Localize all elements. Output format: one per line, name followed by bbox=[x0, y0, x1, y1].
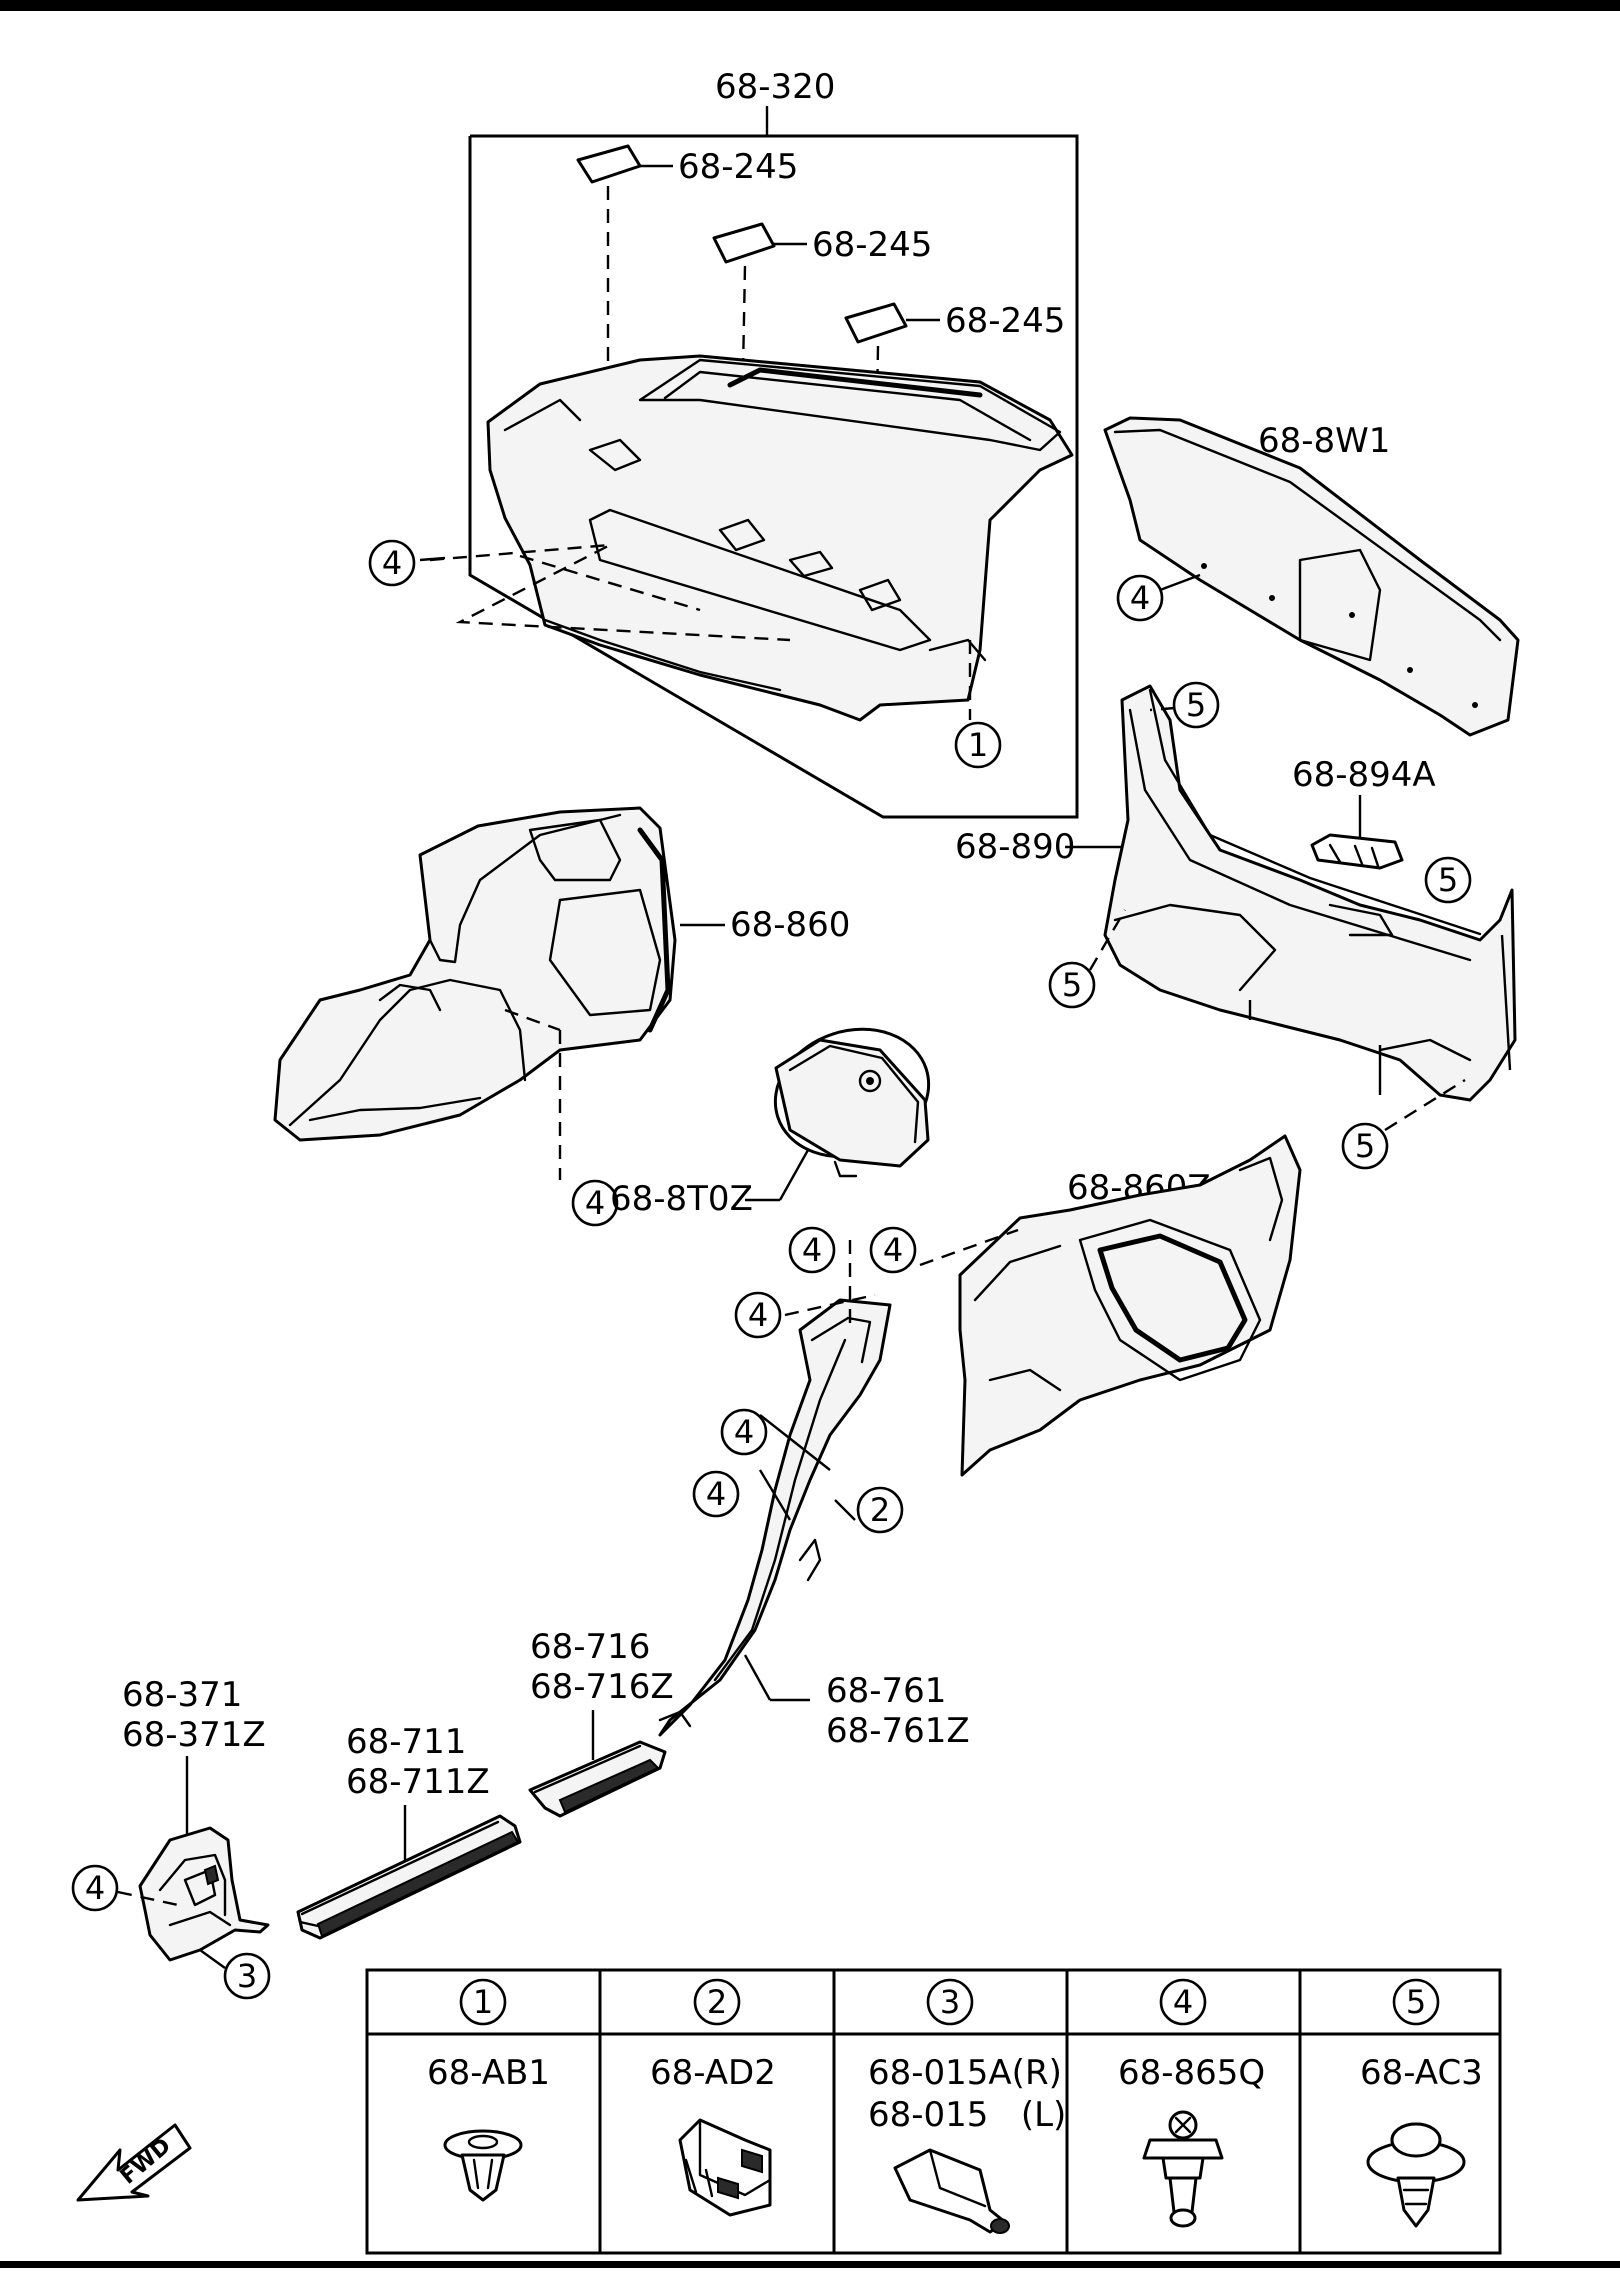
bottom-rule bbox=[0, 2261, 1620, 2268]
end-trim-cover: 68-894A bbox=[1292, 755, 1436, 870]
svg-text:68-894A: 68-894A bbox=[1292, 755, 1436, 795]
svg-text:2: 2 bbox=[870, 1491, 890, 1529]
svg-text:3: 3 bbox=[237, 1957, 257, 1995]
pillar-trim: 68-761 68-761Z 4 4 4 4 2 bbox=[658, 1226, 970, 1751]
kick-panel: 68-371 68-371Z 4 3 bbox=[71, 1675, 271, 2000]
fastener-part-3-line2: 68-015 (L) bbox=[868, 2095, 1066, 2135]
svg-text:5: 5 bbox=[1186, 686, 1206, 724]
trunk-side-trim-right: 68-860Z 4 bbox=[869, 1134, 1302, 1477]
scuff-plate-front: 68-711 68-711Z bbox=[296, 1722, 522, 1940]
svg-text:68-8W1: 68-8W1 bbox=[1258, 421, 1390, 461]
svg-text:1: 1 bbox=[473, 1983, 493, 2021]
svg-text:68-716: 68-716 bbox=[530, 1627, 650, 1667]
push-clip-icon bbox=[443, 2129, 523, 2202]
fastener-table: 1 2 3 4 5 68-AB1 68-AD2 68-015A(R) 68-01… bbox=[365, 1968, 1502, 2255]
svg-text:68-245: 68-245 bbox=[812, 225, 932, 265]
svg-text:4: 4 bbox=[748, 1296, 768, 1334]
svg-text:4: 4 bbox=[1173, 1983, 1193, 2021]
svg-text:68-8T0Z: 68-8T0Z bbox=[610, 1179, 753, 1219]
svg-text:68-890: 68-890 bbox=[955, 827, 1075, 867]
svg-text:68-371: 68-371 bbox=[122, 1675, 242, 1715]
screw-grommet-icon bbox=[1142, 2110, 1224, 2228]
svg-text:68-245: 68-245 bbox=[678, 147, 798, 187]
fastener-header-2: 2 bbox=[693, 1978, 741, 2026]
fastener-part-2: 68-AD2 bbox=[650, 2053, 776, 2093]
fastener-header-3: 3 bbox=[926, 1978, 974, 2026]
fastener-header-1: 1 bbox=[459, 1978, 507, 2026]
svg-text:4: 4 bbox=[883, 1231, 903, 1269]
svg-text:5: 5 bbox=[1438, 861, 1458, 899]
fastener-header-5: 5 bbox=[1392, 1978, 1440, 2026]
top-rule bbox=[0, 0, 1620, 11]
svg-text:4: 4 bbox=[706, 1475, 726, 1513]
svg-text:4: 4 bbox=[382, 544, 402, 582]
svg-text:68-716Z: 68-716Z bbox=[530, 1667, 674, 1707]
label-package-tray: 68-320 bbox=[715, 67, 835, 107]
fastener-part-3: 68-015A(R) bbox=[868, 2053, 1062, 2093]
package-tray-group: 68-320 68-245 68-245 68-245 bbox=[368, 67, 1079, 819]
forward-direction-icon: FWD bbox=[76, 2123, 192, 2202]
svg-text:4: 4 bbox=[85, 1869, 105, 1907]
trunk-side-trim-left: 68-860 4 bbox=[273, 806, 850, 1227]
svg-text:4: 4 bbox=[1130, 579, 1150, 617]
svg-text:1: 1 bbox=[968, 726, 988, 764]
fastener-part-5: 68-AC3 bbox=[1360, 2053, 1483, 2093]
svg-text:4: 4 bbox=[734, 1413, 754, 1451]
svg-text:2: 2 bbox=[707, 1983, 727, 2021]
trunk-end-trim: 68-890 5 5 5 5 bbox=[955, 681, 1517, 1170]
svg-text:4: 4 bbox=[585, 1184, 605, 1222]
tray-cap-2: 68-245 bbox=[712, 222, 932, 265]
svg-text:68-711Z: 68-711Z bbox=[346, 1762, 490, 1802]
svg-text:68-245: 68-245 bbox=[945, 301, 1065, 341]
svg-text:4: 4 bbox=[802, 1231, 822, 1269]
spare-tire-cover: 68-8T0Z bbox=[610, 1027, 931, 1219]
svg-text:68-860: 68-860 bbox=[730, 905, 850, 945]
svg-text:3: 3 bbox=[940, 1983, 960, 2021]
svg-text:68-711: 68-711 bbox=[346, 1722, 466, 1762]
fastener-part-4: 68-865Q bbox=[1118, 2053, 1265, 2093]
retainer-clip-icon bbox=[893, 2148, 1010, 2234]
tree-clip-icon bbox=[1366, 2122, 1466, 2228]
bracket-clip-icon bbox=[678, 2118, 772, 2217]
svg-text:5: 5 bbox=[1355, 1127, 1375, 1165]
tray-cap-3: 68-245 bbox=[844, 301, 1065, 344]
svg-text:5: 5 bbox=[1406, 1983, 1426, 2021]
package-tray bbox=[486, 354, 1074, 722]
fastener-header-4: 4 bbox=[1159, 1978, 1207, 2026]
svg-text:68-761: 68-761 bbox=[826, 1671, 946, 1711]
fastener-part-1: 68-AB1 bbox=[427, 2053, 550, 2093]
trunk-lid-trim: 68-8W1 4 bbox=[1103, 416, 1520, 737]
svg-text:5: 5 bbox=[1062, 966, 1082, 1004]
tray-cap-1: 68-245 bbox=[576, 144, 798, 187]
svg-text:68-371Z: 68-371Z bbox=[122, 1715, 266, 1755]
svg-text:68-761Z: 68-761Z bbox=[826, 1711, 970, 1751]
scuff-plate-rear: 68-716 68-716Z bbox=[528, 1627, 674, 1818]
